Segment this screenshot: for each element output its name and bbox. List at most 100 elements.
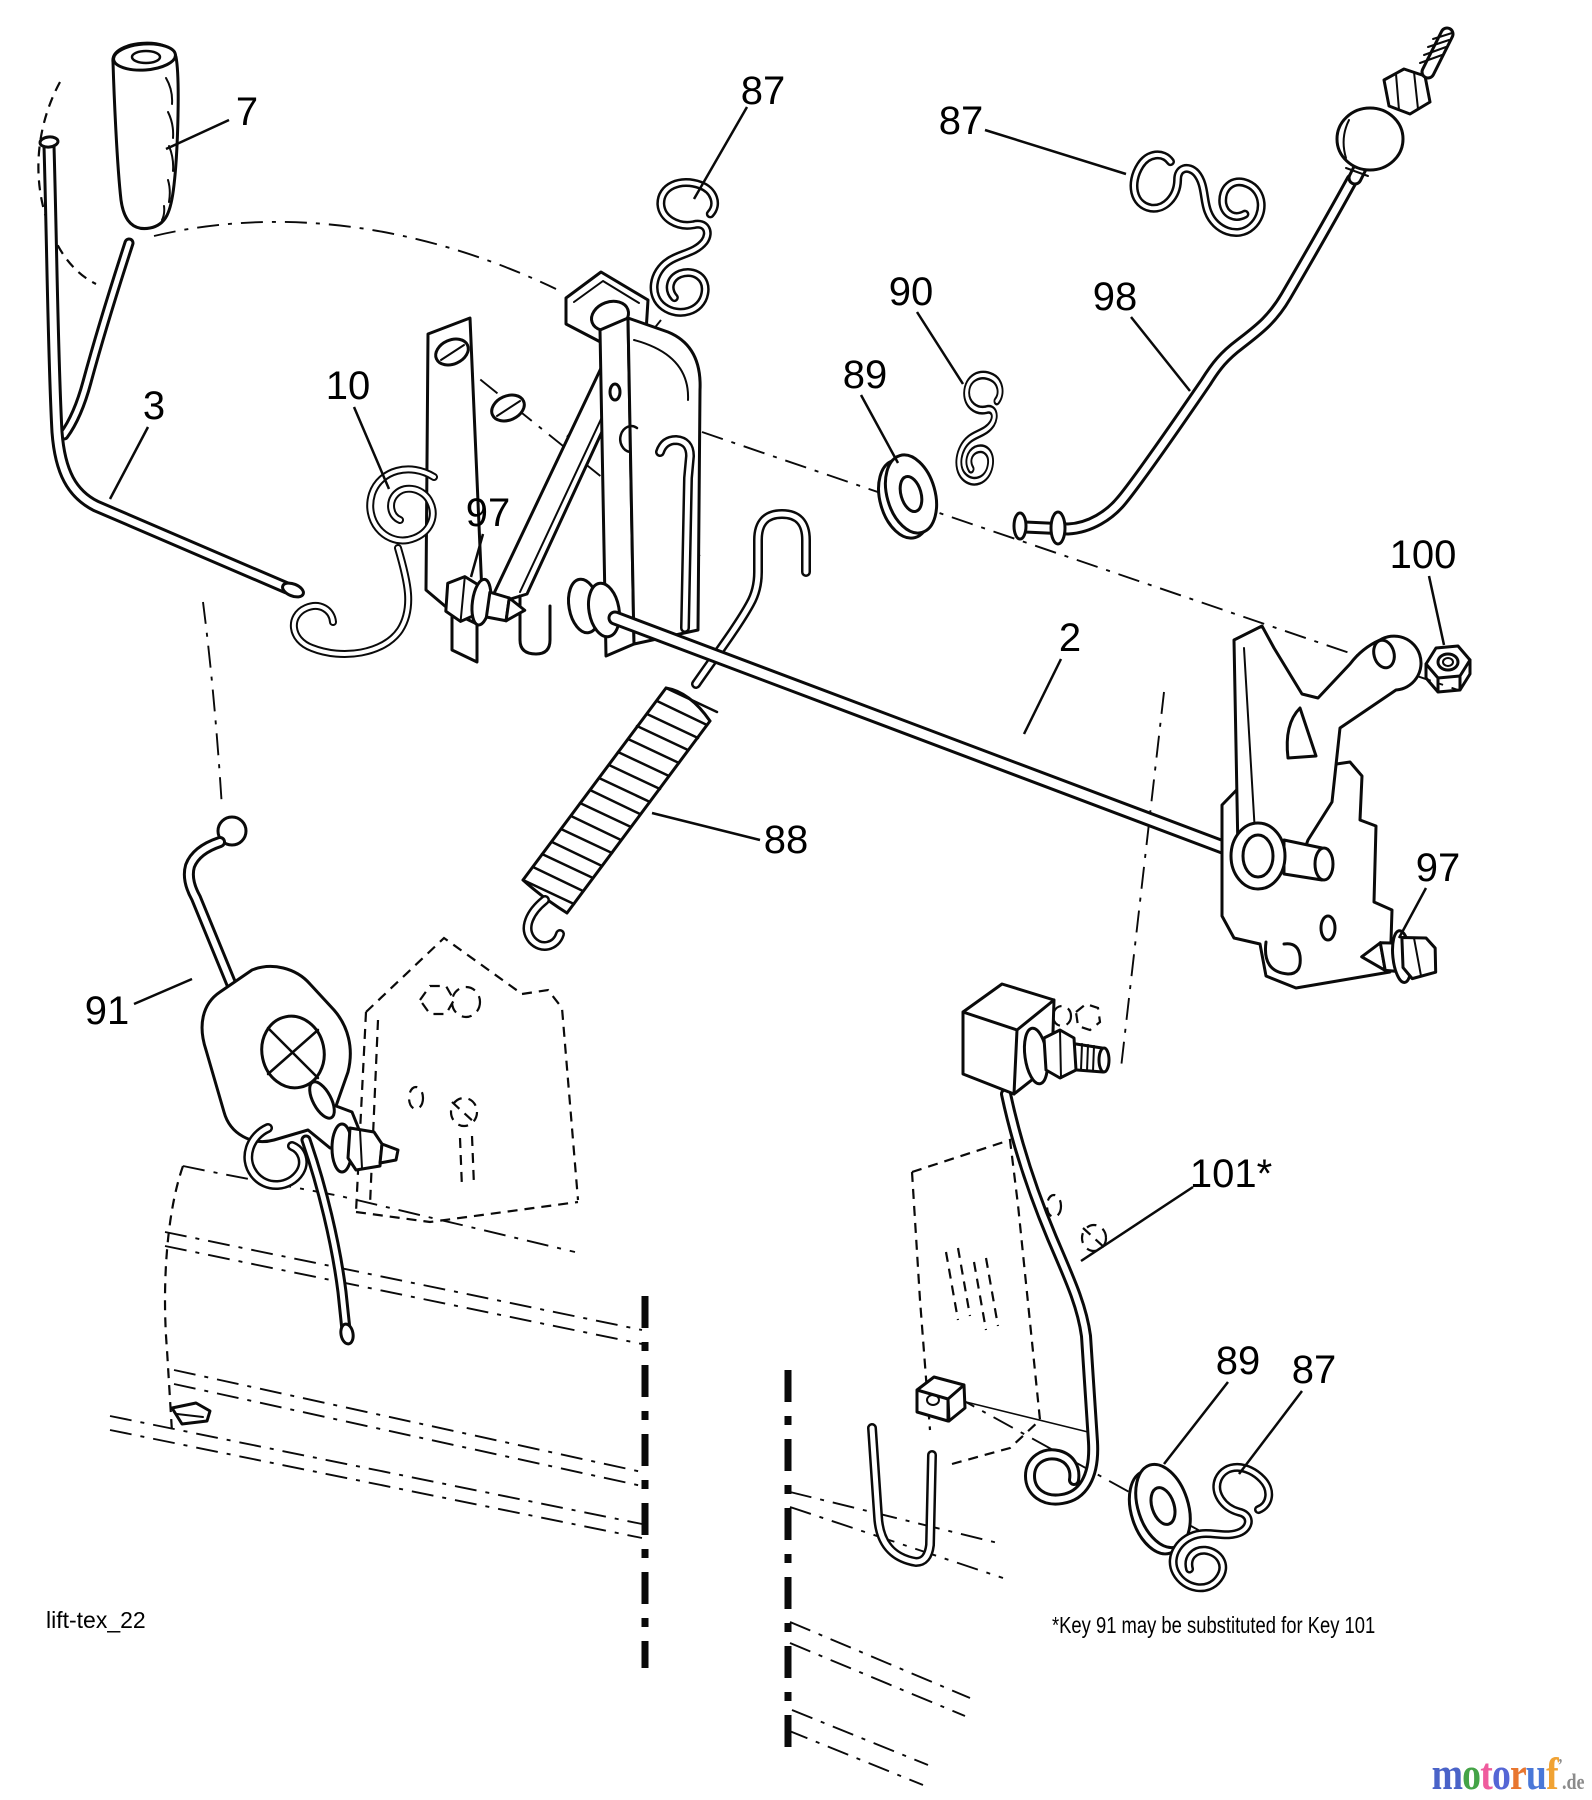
bracket-right-edge (521, 988, 580, 1201)
callout-89: 89 (843, 353, 888, 397)
bracket-d-hole (449, 1096, 479, 1128)
watermark-letter: t (1479, 1748, 1493, 1799)
deck-rib-6 (786, 1709, 929, 1786)
right-bracket-assembly (1220, 624, 1423, 990)
bolt-tip (504, 596, 527, 623)
shoulder-bolt-right (1360, 929, 1438, 984)
crank-cutout (1285, 706, 1318, 760)
callout-89: 89 (1216, 1339, 1261, 1383)
callout-91: 91 (85, 989, 130, 1033)
nut-bore (1436, 652, 1460, 672)
grip-hatching (161, 77, 175, 221)
rod-end-cap (281, 581, 305, 599)
washer-hole (898, 474, 924, 514)
coil-edges (521, 686, 712, 915)
stud-hex-facet (1059, 1029, 1062, 1079)
lever-bolt-facet (359, 1129, 363, 1169)
callout-98: 98 (1093, 275, 1138, 319)
handle-rod-inner (45, 142, 291, 592)
lift-handle (38, 41, 305, 599)
leader-line-88 (651, 811, 761, 842)
leader-line-87 (984, 128, 1127, 176)
leader-line-89 (1163, 1381, 1229, 1465)
center-hanger-bracket (424, 270, 702, 664)
bow-tie-clip-90 (955, 370, 1004, 486)
leader-line-3 (108, 426, 150, 500)
lever-hook-inner (245, 1125, 306, 1188)
bracket-hole-c (1045, 1193, 1063, 1219)
tab-inner-edge (573, 280, 640, 304)
cam-slot (308, 1080, 336, 1120)
top-threads (1419, 32, 1453, 64)
callout-97: 97 (1416, 846, 1461, 890)
nut-sides (1424, 658, 1472, 694)
leader-line-100 (1427, 575, 1446, 646)
leader-line-10 (352, 406, 391, 490)
watermark-letter: o (1461, 1748, 1481, 1799)
ball-shade (1342, 119, 1350, 159)
clip-wire-inner (1171, 1465, 1271, 1590)
bracket-left-edge (910, 1171, 932, 1431)
watermark-letter: o (1491, 1748, 1510, 1799)
rod-collar (1049, 510, 1067, 546)
bracket-hole-a (1051, 1004, 1073, 1028)
callout-10: 10 (326, 364, 371, 408)
lever-bolt-hex (346, 1126, 384, 1172)
rod-top-cap (38, 135, 60, 149)
leader-line-87 (1238, 1390, 1303, 1475)
callout-97: 97 (466, 491, 511, 535)
callout-7: 7 (236, 90, 258, 134)
deck-top-edge (182, 1165, 576, 1253)
footnote: *Key 91 may be substituted for Key 101 (1052, 1612, 1376, 1638)
bracket-round-hole (450, 985, 482, 1019)
top-stud-inner (1423, 29, 1452, 77)
leader-line-97 (469, 533, 485, 578)
deck-latch-line (176, 1413, 204, 1418)
bracket-slot (451, 1101, 477, 1189)
spring-bottom-hook-inner (525, 897, 563, 949)
leader-line-98 (1130, 316, 1191, 392)
bracket-bottom-tab (450, 610, 479, 664)
leader-line-97 (1397, 887, 1428, 939)
lift-lever-91 (182, 815, 400, 1346)
callout-87: 87 (741, 69, 786, 113)
coil-body (523, 688, 710, 913)
deck-rib-3 (109, 1415, 643, 1539)
bracket-outline (911, 1138, 1042, 1466)
bracket-bottom (355, 1200, 579, 1224)
bracket-hole-b (1074, 1002, 1102, 1032)
cam-cross (266, 1026, 320, 1080)
ball-joint (1335, 106, 1405, 172)
flat-washer-top (877, 453, 939, 540)
centerline-handle (153, 221, 557, 290)
deck-bracket-right-hidden (867, 1002, 1108, 1567)
leader-line-2 (1022, 658, 1063, 735)
centerline-shaft-axis (701, 431, 1459, 691)
washer-hole (1149, 1486, 1177, 1526)
bolt-facet (1413, 937, 1422, 977)
side-plate-curve (633, 339, 690, 401)
mount-plate-hole (1319, 914, 1337, 942)
hairpin-clip-bottom (1168, 1462, 1274, 1593)
mount-plate-hook (1263, 940, 1302, 976)
coil-turns (521, 686, 719, 906)
leader-line-7 (165, 118, 230, 151)
bell-crank (1232, 624, 1423, 874)
back-bar-hole (608, 382, 622, 402)
nut-bore-inner (1442, 657, 1454, 667)
crank-tab-hole (1372, 638, 1396, 670)
stud-end (1097, 1046, 1111, 1074)
screw-upper-slot (440, 344, 465, 361)
leader-line-89 (859, 394, 900, 464)
callout-101*: 101* (1190, 1152, 1272, 1196)
joint-hex (1382, 67, 1432, 116)
callout-87: 87 (939, 99, 984, 143)
deck-bracket-left-hidden (354, 936, 580, 1224)
callout-100: 100 (1390, 533, 1457, 577)
bracket-roof (365, 936, 523, 1013)
hairpin-clip-top-right (1129, 150, 1266, 237)
pivot-pin-cap (1313, 846, 1335, 882)
torsion-spring (289, 465, 438, 658)
bolt-facet (459, 575, 466, 622)
